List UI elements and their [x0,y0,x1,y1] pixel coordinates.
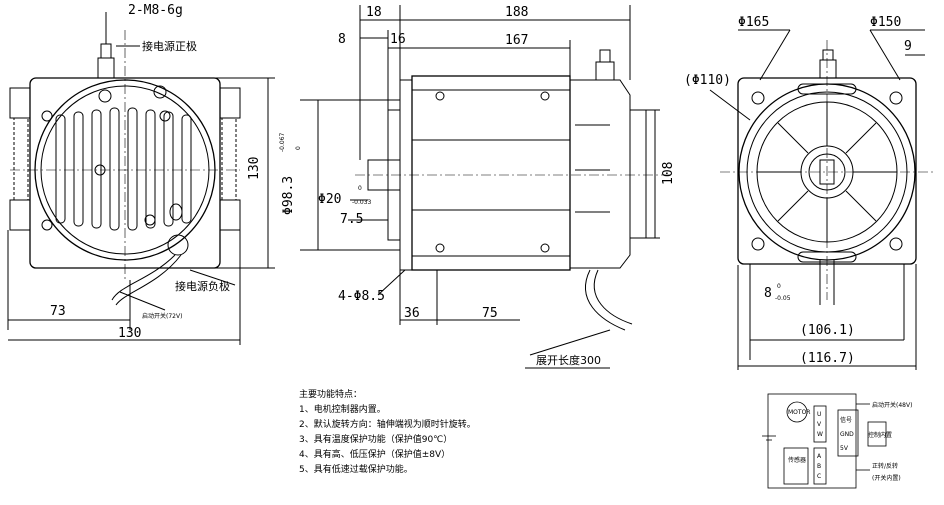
notes-title: 主要功能特点： [299,390,363,400]
dim-holes: 4-Φ8.5 [338,289,385,304]
wiring-motor: MOTOR [788,409,810,416]
dim-18: 18 [366,5,382,20]
wiring-5v: 5V [840,445,849,452]
wiring-pin-w: W [817,431,823,438]
note-item-5: 5、具有低速过载保护功能。 [299,465,413,475]
wiring-gnd: GND [840,431,854,438]
dim-dia98-tol-top: -0.067 [279,132,286,152]
wiring-controller: 控制内置 [868,431,892,439]
dim-dia98: Φ98.3 [281,176,296,215]
dim-188: 188 [505,5,528,20]
pos-terminal-label: 接电源正极 [142,39,197,53]
dim-side-height: 130 [247,157,262,180]
dim-dia20-tol-top: 0 [358,185,362,192]
dim-167: 167 [505,33,528,48]
dim-106: (106.1) [800,323,855,338]
dim-73: 73 [50,304,66,319]
wiring-sensor: 传感器 [788,456,806,464]
start-switch-label: 启动开关(72V) [142,312,182,320]
dim-dia98-tol-bottom: 0 [295,146,302,150]
cable-length: 展开长度300 [536,353,601,367]
dim-116: (116.7) [800,351,855,366]
dim-key8-tol: -0.05 [775,295,791,302]
dim-key8: 8 [764,286,772,301]
note-item-2: 2、默认旋转方向：轴伸端视为顺时针旋转。 [299,420,476,430]
wiring-signal: 信号 [840,416,852,424]
wiring-pin-v: V [817,421,822,428]
dim-16: 16 [390,32,406,47]
note-item-3: 3、具有温度保护功能（保护值90℃） [299,435,453,445]
note-item-1: 1、电机控制器内置。 [299,405,386,415]
wiring-pin-c: C [817,473,821,480]
wiring-pin-u: U [817,411,821,418]
dim-dia20: Φ20 [318,192,341,207]
neg-terminal-label: 接电源负极 [175,279,230,293]
wiring-diagram [762,393,887,489]
dim-dia150: Φ150 [870,15,901,30]
dim-130: 130 [118,326,141,341]
wiring-pin-b: B [817,463,821,470]
dim-8: 8 [338,32,346,47]
dim-dia20-tol-bottom: -0.033 [352,199,372,206]
dim-7-5: 7.5 [340,212,363,227]
rear-view [7,12,275,345]
dim-dia110: (Φ110) [684,73,731,88]
wiring-start-switch: 启动开关(48V) [872,401,912,409]
wiring-switch-built-in: (开关内置) [872,474,901,482]
wiring-reverse: 正转/反转 [872,462,898,470]
dim-75: 75 [482,306,498,321]
feature-notes: 主要功能特点： 1、电机控制器内置。 2、默认旋转方向：轴伸端视为顺时针旋转。 … [299,388,476,478]
thread-label: 2-M8-6g [128,3,183,18]
dim-9: 9 [904,39,912,54]
front-view [709,29,935,370]
dim-key8-tol0: 0 [777,283,781,290]
dim-108: 108 [661,162,676,185]
wiring-pin-a: A [817,453,822,460]
dim-dia165: Φ165 [738,15,769,30]
note-item-4: 4、具有高、低压保护（保护值±8V） [299,450,451,460]
side-view [300,5,670,369]
dim-36: 36 [404,306,420,321]
